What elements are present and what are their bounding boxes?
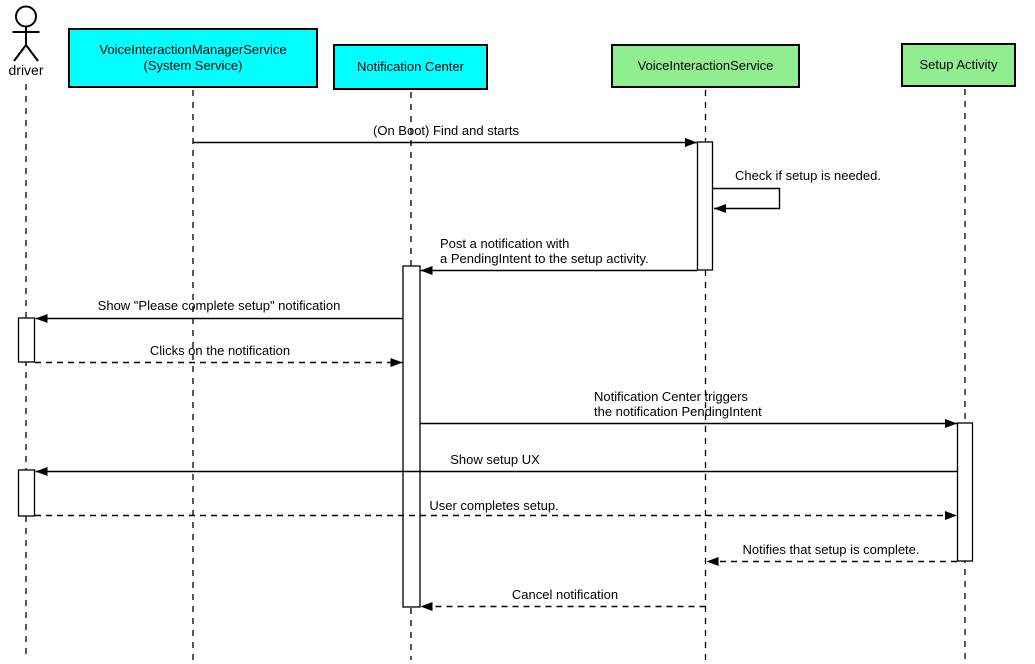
message-arrow-check-if-setup-is-needed [713,187,781,213]
message-label-notification-center-triggers: Notification Center triggers the notific… [594,389,762,419]
message-label-post-a-notification: Post a notification with a PendingIntent… [440,236,649,266]
participant-setup-activity: Setup Activity [901,43,1016,87]
activation-driver-2 [17,469,36,517]
activation-voice-interaction-service [696,141,714,271]
message-label-on-boot-find-and-starts: (On Boot) Find and starts [373,123,519,138]
actor-driver-label: driver [8,62,44,78]
message-label-check-if-setup-is-needed: Check if setup is needed. [735,168,881,183]
activation-driver-1 [17,317,36,363]
actor-driver-icon [12,5,40,62]
message-label-clicks-on-the-notification: Clicks on the notification [149,343,291,358]
message-label-show-setup-ux: Show setup UX [450,452,540,467]
message-label-notifies-setup-complete: Notifies that setup is complete. [742,542,920,557]
message-label-user-completes-setup: User completes setup. [429,498,559,513]
activation-notification-center [402,265,421,608]
message-label-cancel-notification: Cancel notification [511,587,619,602]
participant-notification-center: Notification Center [333,44,488,90]
participant-voice-interaction-service: VoiceInteractionService [611,44,800,88]
message-label-show-please-complete-setup: Show "Please complete setup" notificatio… [97,298,341,313]
participant-voice-interaction-manager-service: VoiceInteractionManagerService (System S… [68,28,318,88]
activation-setup-activity [956,422,974,562]
